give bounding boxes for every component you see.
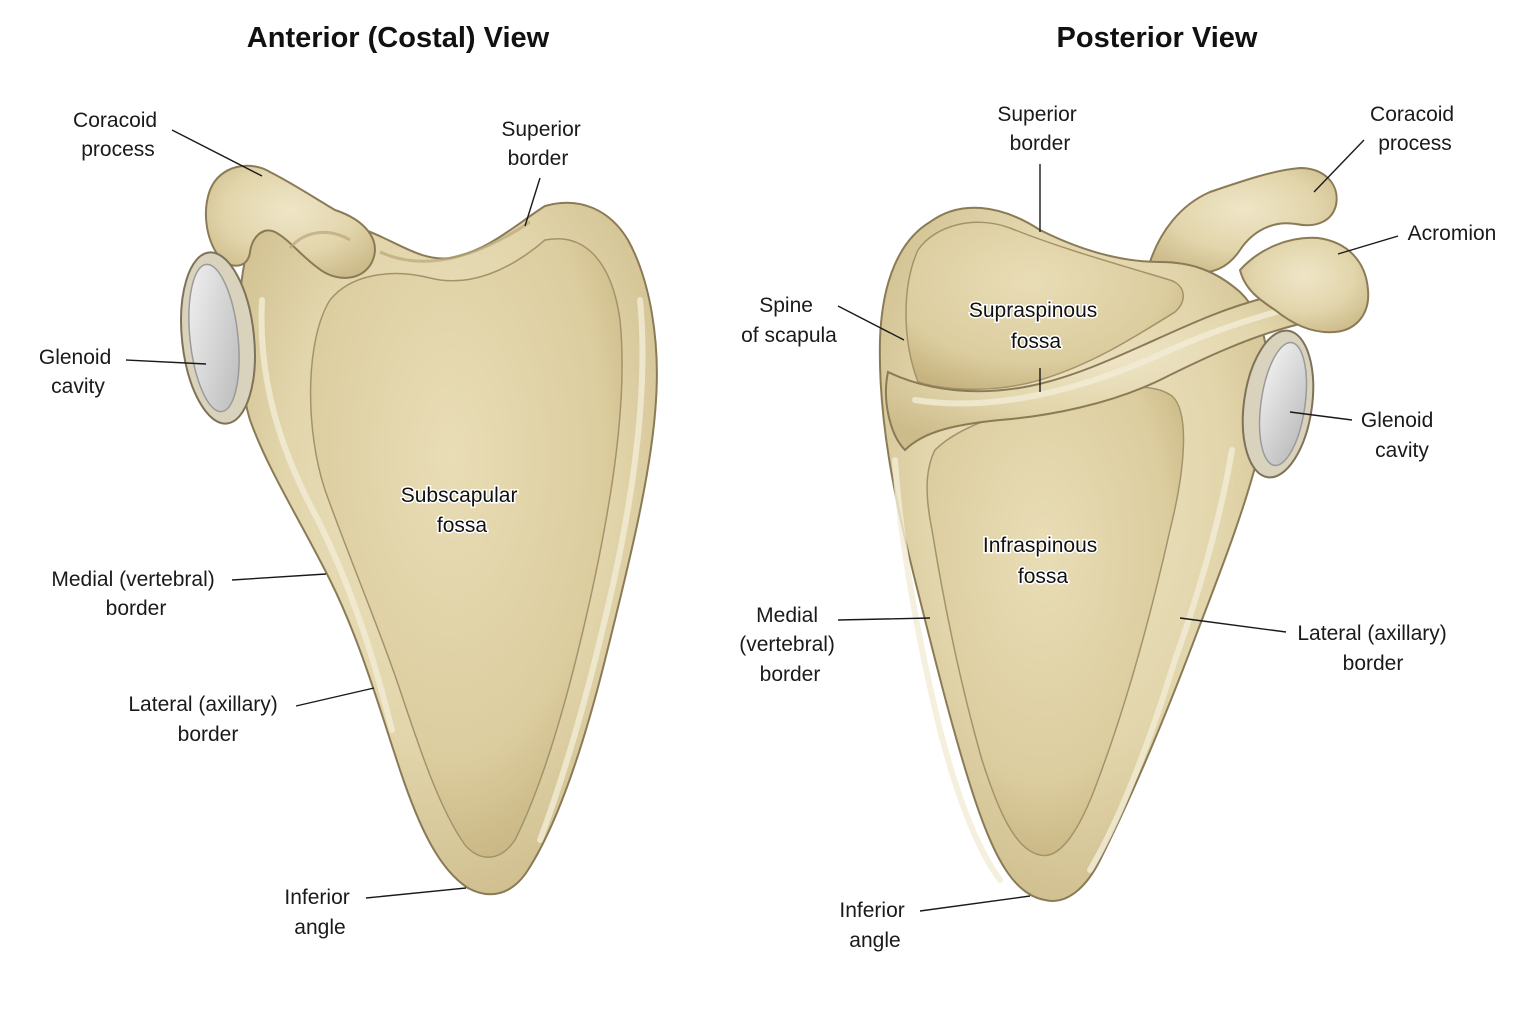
spine-of-scapula-leader bbox=[837, 305, 905, 341]
anterior-superior-border-leader bbox=[524, 177, 541, 227]
anterior-medial-rim bbox=[258, 297, 395, 733]
anterior-superior-border-label: Superior border bbox=[501, 118, 586, 170]
supraspinous-fossa-label: Supraspinous fossa bbox=[969, 299, 1103, 353]
subscapular-fossa-area bbox=[309, 238, 623, 858]
posterior-medial-border-label: Medial (vertebral) border bbox=[739, 604, 841, 686]
subscapular-fossa-label: Subscapular fossa bbox=[401, 484, 524, 537]
anterior-lateral-border-label: Lateral (axillary) border bbox=[128, 693, 283, 746]
anterior-lateral-border-leader bbox=[295, 687, 375, 707]
posterior-lateral-border-label: Lateral (axillary) border bbox=[1297, 622, 1452, 675]
posterior-acromion bbox=[1238, 236, 1370, 334]
anterior-coracoid-crease bbox=[288, 230, 351, 250]
posterior-inferior-angle-label: Inferior angle bbox=[839, 899, 910, 952]
anterior-inferior-angle-leader bbox=[365, 887, 467, 899]
posterior-superior-border-label: Superior border bbox=[997, 103, 1082, 155]
posterior-medial-border-leader bbox=[837, 617, 931, 621]
spine-of-scapula-label: Spine of scapula bbox=[741, 294, 837, 347]
anterior-coracoid-leader bbox=[171, 129, 263, 177]
anterior-view: Anterior (Costal) View Coracoid process … bbox=[39, 22, 658, 939]
anterior-inferior-angle-label: Inferior angle bbox=[284, 886, 355, 939]
posterior-coracoid-label: Coracoid process bbox=[1370, 103, 1460, 155]
supraspinous-fossa-area bbox=[905, 221, 1184, 390]
anterior-medial-border-leader bbox=[231, 573, 327, 581]
posterior-view: Posterior View Superior border Coracoid … bbox=[739, 22, 1496, 952]
posterior-medial-rim bbox=[892, 457, 1003, 883]
anterior-glenoid-label: Glenoid cavity bbox=[39, 346, 117, 398]
posterior-glenoid-leader bbox=[1289, 411, 1353, 421]
posterior-view-title: Posterior View bbox=[1057, 22, 1258, 54]
acromion-label: Acromion bbox=[1408, 222, 1497, 245]
posterior-inferior-angle-leader bbox=[919, 895, 1031, 912]
posterior-coracoid-process bbox=[1148, 166, 1338, 274]
posterior-lateral-border-leader bbox=[1179, 617, 1287, 633]
posterior-lateral-rim bbox=[1087, 447, 1235, 873]
anterior-superior-ridge bbox=[379, 220, 531, 263]
infraspinous-fossa-label: Infraspinous fossa bbox=[983, 534, 1103, 588]
posterior-glenoid-cavity-surface bbox=[1258, 341, 1308, 467]
anterior-view-title: Anterior (Costal) View bbox=[247, 22, 550, 54]
posterior-spine-highlight bbox=[912, 301, 1313, 407]
infraspinous-fossa-area bbox=[926, 386, 1185, 857]
anterior-glenoid-cavity-surface bbox=[188, 263, 240, 413]
posterior-glenoid-label: Glenoid cavity bbox=[1361, 409, 1439, 462]
anterior-coracoid-label: Coracoid process bbox=[73, 109, 163, 161]
anterior-medial-border-label: Medial (vertebral) border bbox=[51, 568, 220, 620]
posterior-coracoid-leader bbox=[1313, 139, 1365, 193]
anterior-lateral-rim bbox=[537, 297, 646, 843]
acromion-leader bbox=[1337, 235, 1399, 255]
anterior-glenoid-leader bbox=[125, 359, 207, 365]
